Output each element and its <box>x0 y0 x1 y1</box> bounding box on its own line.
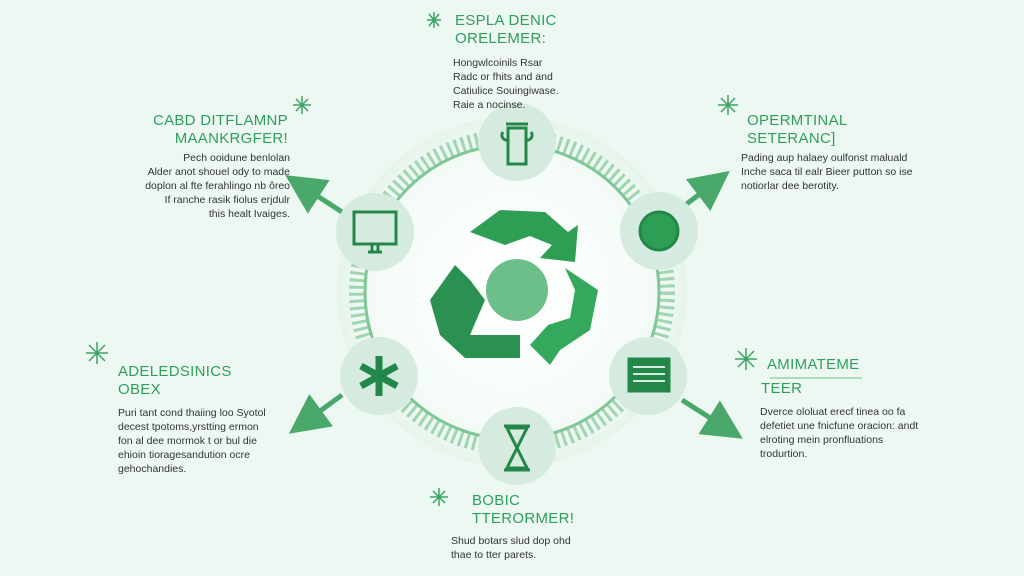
asterisk-network-icon <box>359 356 399 396</box>
monitor-icon <box>352 210 398 254</box>
bin-icon <box>500 122 534 166</box>
arrow-upper-right <box>682 170 730 212</box>
hourglass-icon <box>504 424 530 472</box>
arrow-lower-left <box>288 392 344 434</box>
sparkle-icons <box>86 12 757 506</box>
grid-calendar-icon <box>627 357 671 393</box>
arrow-upper-left <box>285 175 344 215</box>
node-lower-right-title-1: AMIMATEME <box>767 356 860 373</box>
leaf-globe-icon <box>638 210 680 252</box>
node-lower-right-title-2: TEER <box>761 380 803 397</box>
arrow-lower-right <box>680 397 743 439</box>
recycle-icon <box>430 210 598 365</box>
